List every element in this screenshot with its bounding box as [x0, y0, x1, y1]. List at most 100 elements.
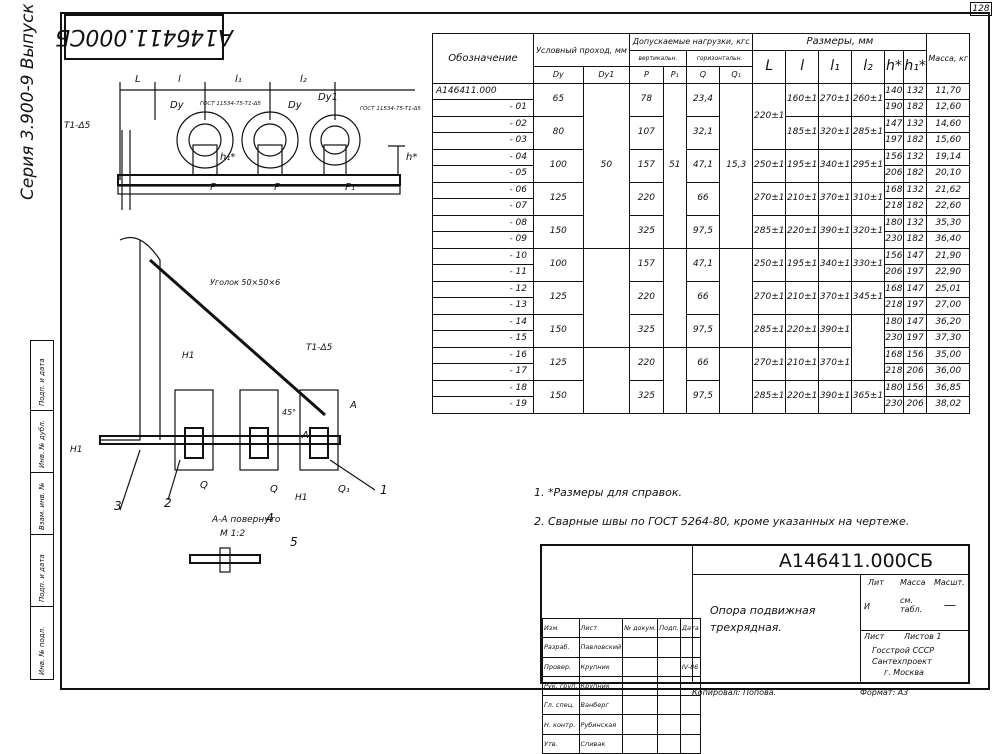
label-h1-star: h₁* [220, 152, 235, 163]
cell-dy1 [582, 346, 631, 414]
cell-L: 270±1 [752, 346, 787, 381]
cell-L: 270±1 [752, 181, 787, 216]
header-vertical: вертикальн. [629, 49, 687, 67]
cell-h1: 182 [902, 231, 928, 249]
sheets-header: Листов 1 [904, 632, 942, 641]
approval-row: Н. контр.Рубинская [542, 714, 701, 735]
cell-designation: А146411.000 [432, 82, 534, 100]
header-designation: Обозначение [432, 33, 534, 84]
cell-l1: 370±1 [818, 346, 852, 381]
cell-L: 270±1 [752, 280, 787, 315]
cell-designation: - 10 [432, 247, 534, 265]
cell-p: 220 [629, 280, 664, 315]
cell-q: 47,1 [685, 247, 721, 282]
org-line: Сантехпроект [872, 657, 932, 666]
load-p: P [210, 182, 217, 193]
sub-header: l₁ [818, 49, 852, 84]
cell-q1 [719, 247, 754, 348]
side-stamp-cell: Подп. и дата [31, 341, 53, 411]
label-h1: H1 [70, 445, 83, 455]
mass-value: см. табл. [900, 596, 923, 614]
header-horizontal: горизонтальн. [685, 49, 754, 67]
title-code: А146411.000СБ [778, 550, 934, 572]
dim-L: L [135, 74, 141, 85]
cell-p: 325 [629, 313, 664, 348]
cell-L: 250±1 [752, 247, 787, 282]
approval-cell: Рубинская [578, 714, 624, 735]
cell-l: 220±1 [785, 313, 820, 348]
cell-designation: - 16 [432, 346, 534, 364]
cell-l: 210±1 [785, 280, 820, 315]
cell-q: 66 [685, 346, 721, 381]
header-dims: Размеры, мм [752, 33, 928, 51]
cell-l: 210±1 [785, 346, 820, 381]
approval-cell: Утв. [542, 733, 580, 754]
cell-p1 [662, 346, 687, 414]
cell-l: 195±1 [785, 148, 820, 183]
cell-h: 218 [883, 297, 904, 315]
note: 2. Сварные швы по ГОСТ 5264-80, кроме ук… [534, 515, 910, 528]
cell-h1: 147 [902, 280, 928, 298]
side-stamp-cell: Инв. № подл. [38, 626, 46, 675]
load-q1: Q₁ [338, 484, 350, 495]
cell-designation: - 07 [432, 198, 534, 216]
cell-designation: - 08 [432, 214, 534, 232]
cell-m: 14,60 [926, 115, 970, 133]
cell-designation: - 13 [432, 297, 534, 315]
approval-cell [622, 695, 659, 716]
approval-cell [657, 733, 681, 754]
scale-value: — [944, 598, 956, 612]
cell-p1 [662, 247, 687, 348]
cell-designation: - 11 [432, 264, 534, 282]
cell-l1: 390±1 [818, 313, 852, 348]
label-h1: H1 [295, 493, 308, 503]
approval-cell: Спивак [578, 733, 624, 754]
cell-l2: 285±1 [851, 115, 885, 150]
cell-dy: 80 [533, 115, 584, 150]
approval-cell [622, 675, 659, 697]
cell-q1: 15,3 [719, 82, 754, 249]
cell-p: 325 [629, 214, 664, 249]
approval-cell: Разраб. [542, 637, 580, 658]
cell-dy: 125 [533, 346, 584, 381]
cell-h: 147 [883, 115, 904, 133]
cell-h: 230 [883, 231, 904, 249]
cell-l2: 260±1 [851, 82, 885, 117]
cell-designation: - 18 [432, 379, 534, 397]
cell-q: 66 [685, 280, 721, 315]
cell-h1: 156 [902, 346, 928, 364]
approval-cell [679, 695, 701, 716]
cell-l: 160±1 [785, 82, 820, 117]
approval-cell [657, 656, 681, 677]
cell-m: 36,20 [926, 313, 970, 331]
cell-m: 36,85 [926, 379, 970, 397]
cell-designation: - 12 [432, 280, 534, 298]
cell-q: 47,1 [685, 148, 721, 183]
assembly-drawing: L l l₁ l₂ Dу Dу Dу1 ГОСТ 11534-75-Т1-Δ5 … [64, 74, 421, 573]
cell-dy: 150 [533, 313, 584, 348]
cell-h: 180 [883, 379, 904, 397]
sub-header: Q₁ [719, 66, 754, 84]
label-dy: Dу [170, 100, 185, 111]
cell-p: 107 [629, 115, 664, 150]
cell-h: 218 [883, 363, 904, 381]
cell-l2: 330±1 [851, 247, 885, 282]
approval-cell [657, 695, 681, 716]
cell-dy1 [582, 247, 631, 348]
cell-h1: 206 [902, 396, 928, 414]
cell-designation: - 06 [432, 181, 534, 199]
cell-h1: 156 [902, 379, 928, 397]
cell-l1: 340±1 [818, 148, 852, 183]
